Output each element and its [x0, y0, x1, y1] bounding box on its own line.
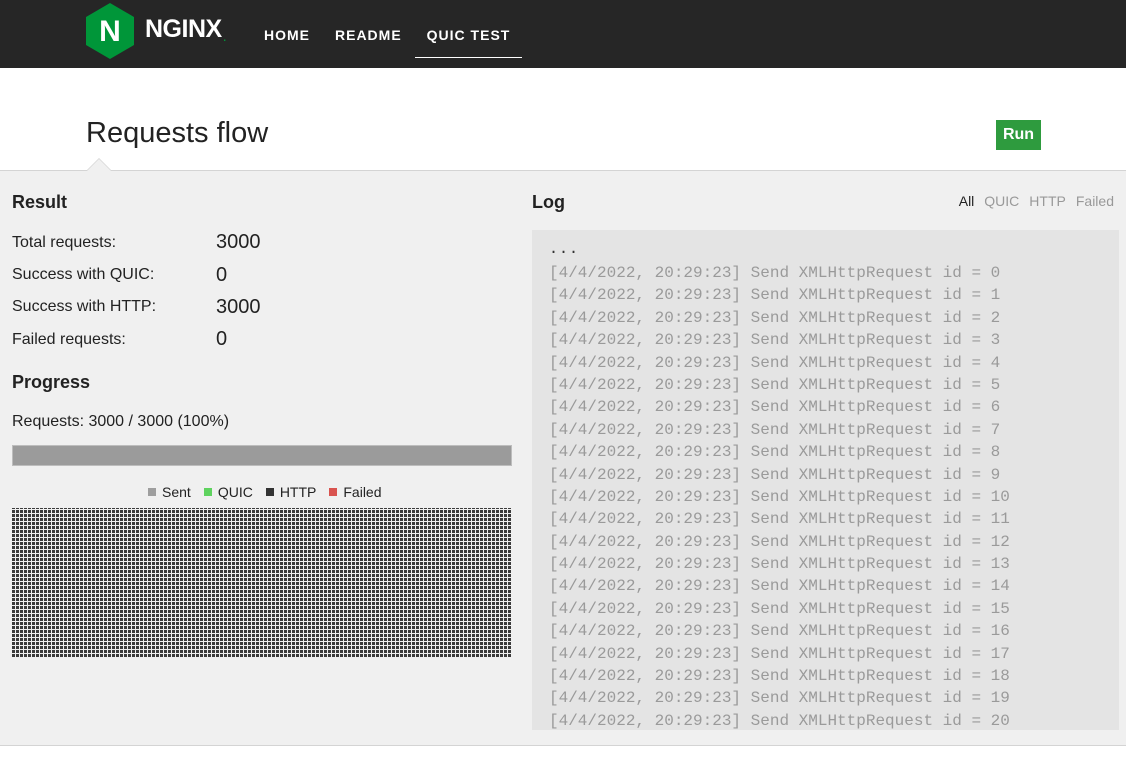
progress-bar — [12, 445, 512, 466]
log-line: [4/4/2022, 20:29:23] Send XMLHttpRequest… — [549, 375, 1001, 394]
log-output[interactable]: ... [4/4/2022, 20:29:23] Send XMLHttpReq… — [532, 230, 1119, 730]
legend-failed-swatch — [329, 488, 338, 496]
brand-name: NGINX — [145, 14, 222, 43]
nginx-hexagon-icon: N — [86, 3, 134, 59]
log-line: [4/4/2022, 20:29:23] Send XMLHttpRequest… — [549, 510, 1010, 529]
log-ellipsis: ... — [549, 239, 580, 257]
request-status-grid — [12, 508, 511, 657]
legend-failed: Failed — [329, 484, 382, 500]
log-line: [4/4/2022, 20:29:23] Send XMLHttpRequest… — [549, 622, 1010, 641]
legend-sent-label: Sent — [162, 484, 191, 500]
success-http-label: Success with HTTP: — [12, 298, 157, 315]
log-line: [4/4/2022, 20:29:23] Send XMLHttpRequest… — [549, 689, 1010, 708]
legend-sent-swatch — [148, 488, 156, 496]
request-legend: Sent QUIC HTTP Failed — [148, 484, 395, 500]
legend-sent: Sent — [148, 484, 191, 500]
log-filters: All QUIC HTTP Failed — [949, 193, 1114, 209]
log-lines: [4/4/2022, 20:29:23] Send XMLHttpRequest… — [549, 262, 1010, 730]
page-title: Requests flow — [86, 117, 269, 149]
filter-http[interactable]: HTTP — [1029, 193, 1066, 209]
log-line: [4/4/2022, 20:29:23] Send XMLHttpRequest… — [549, 443, 1001, 462]
failed-requests-label: Failed requests: — [12, 331, 126, 348]
log-line: [4/4/2022, 20:29:23] Send XMLHttpRequest… — [549, 555, 1010, 574]
log-line: [4/4/2022, 20:29:23] Send XMLHttpRequest… — [549, 711, 1010, 730]
log-line: [4/4/2022, 20:29:23] Send XMLHttpRequest… — [549, 420, 1001, 439]
log-line: [4/4/2022, 20:29:23] Send XMLHttpRequest… — [549, 667, 1010, 686]
filter-quic[interactable]: QUIC — [984, 193, 1020, 209]
log-heading: Log — [532, 192, 565, 212]
legend-http: HTTP — [265, 484, 317, 500]
log-line: [4/4/2022, 20:29:23] Send XMLHttpRequest… — [549, 532, 1010, 551]
log-line: [4/4/2022, 20:29:23] Send XMLHttpRequest… — [549, 599, 1010, 618]
progress-heading: Progress — [12, 372, 91, 392]
filter-all[interactable]: All — [958, 193, 975, 209]
nav-quic-test[interactable]: QUIC TEST — [414, 0, 523, 58]
log-line: [4/4/2022, 20:29:23] Send XMLHttpRequest… — [549, 398, 1001, 417]
success-quic-value: 0 — [216, 264, 228, 286]
top-navbar: N NGINX . HOME README QUIC TEST — [0, 0, 1126, 68]
legend-quic-label: QUIC — [217, 484, 253, 500]
failed-requests-value: 0 — [216, 328, 228, 350]
result-heading: Result — [12, 192, 68, 212]
legend-quic-swatch — [203, 488, 212, 496]
log-line: [4/4/2022, 20:29:23] Send XMLHttpRequest… — [549, 264, 1001, 282]
log-line: [4/4/2022, 20:29:23] Send XMLHttpRequest… — [549, 487, 1010, 506]
filter-failed[interactable]: Failed — [1075, 193, 1114, 209]
success-http-value: 3000 — [216, 296, 261, 318]
log-line: [4/4/2022, 20:29:23] Send XMLHttpRequest… — [549, 286, 1001, 305]
log-line: [4/4/2022, 20:29:23] Send XMLHttpRequest… — [549, 308, 1001, 327]
total-requests-value: 3000 — [216, 231, 261, 253]
panel-notch — [87, 159, 111, 171]
total-requests-label: Total requests: — [12, 234, 117, 251]
log-line: [4/4/2022, 20:29:23] Send XMLHttpRequest… — [549, 644, 1010, 663]
log-line: [4/4/2022, 20:29:23] Send XMLHttpRequest… — [549, 577, 1010, 596]
progress-text: Requests: 3000 / 3000 (100%) — [12, 413, 230, 430]
log-line: [4/4/2022, 20:29:23] Send XMLHttpRequest… — [549, 331, 1001, 350]
nav-readme[interactable]: README — [335, 27, 402, 43]
log-line: [4/4/2022, 20:29:23] Send XMLHttpRequest… — [549, 465, 1001, 484]
main-nav: HOME README QUIC TEST — [252, 0, 523, 68]
logo-dot: . — [222, 28, 227, 44]
nav-home[interactable]: HOME — [264, 27, 310, 43]
run-button[interactable]: Run — [996, 120, 1041, 150]
logo-letter: N — [99, 15, 121, 48]
success-quic-label: Success with QUIC: — [12, 266, 155, 283]
legend-failed-label: Failed — [343, 484, 382, 500]
legend-http-label: HTTP — [279, 484, 317, 500]
legend-http-swatch — [265, 488, 274, 496]
legend-quic: QUIC — [203, 484, 253, 500]
nginx-logo[interactable]: N NGINX . — [86, 3, 227, 59]
progress-bar-fill — [13, 446, 511, 465]
log-line: [4/4/2022, 20:29:23] Send XMLHttpRequest… — [549, 353, 1001, 372]
